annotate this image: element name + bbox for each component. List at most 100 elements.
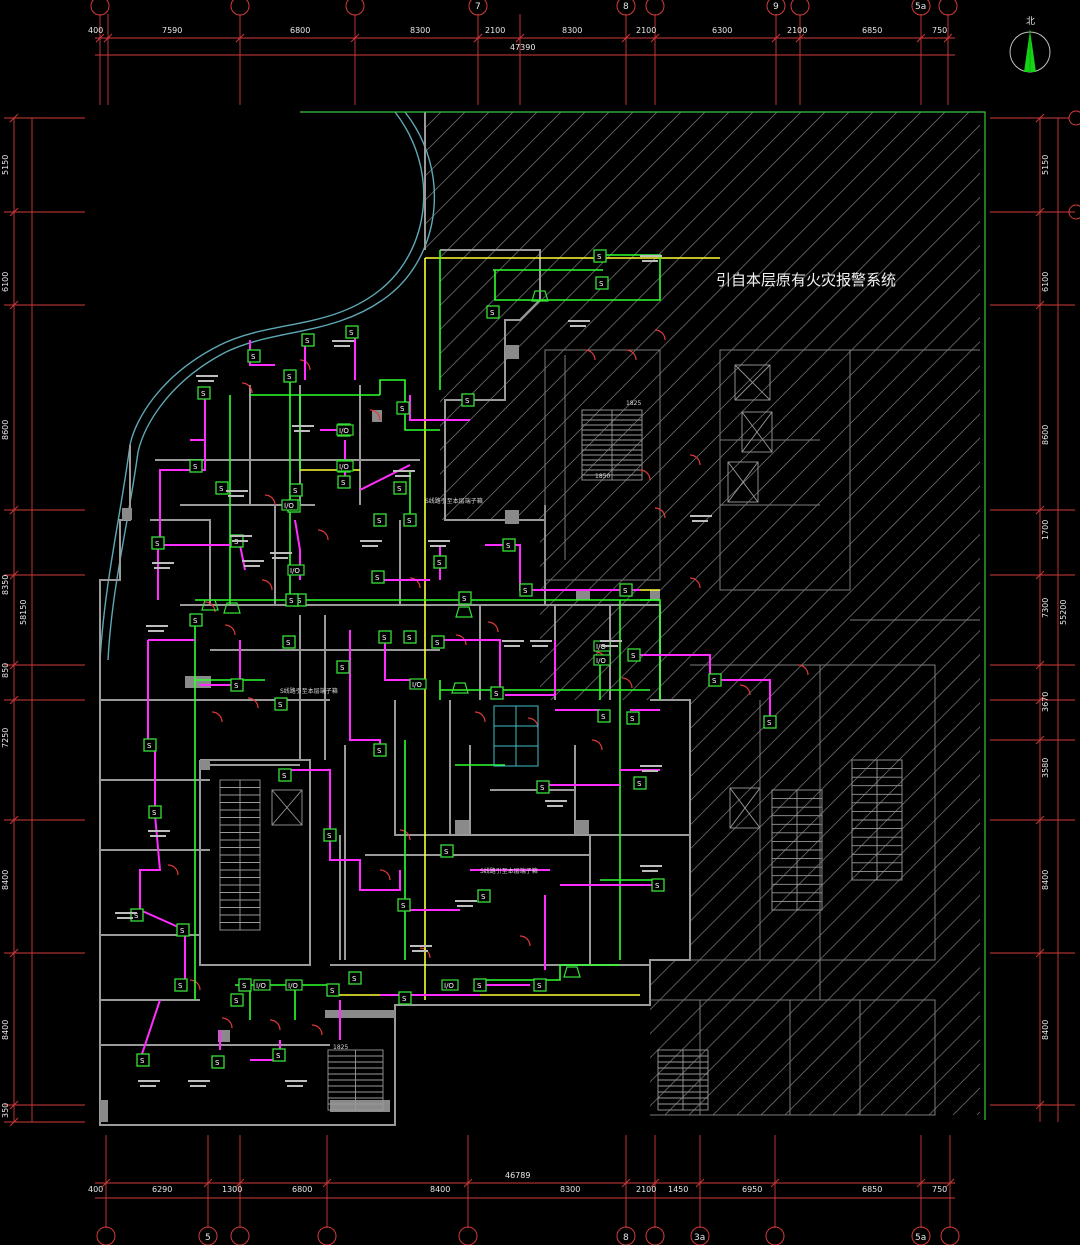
bus-device-5	[201, 599, 219, 611]
speaker-box-tag-26: S	[180, 927, 185, 935]
bottom-dim-total: 46789	[505, 1171, 530, 1180]
right-dim-5: 3670	[1041, 692, 1050, 712]
signal-bus-seg-36	[359, 464, 411, 491]
left-dim-1: 6100	[1, 272, 10, 292]
device-label-line2-2	[232, 540, 248, 542]
io-module-1: I/O	[593, 654, 611, 666]
right-dim-6: 3580	[1041, 758, 1050, 778]
left-dim-2: 8600	[1, 420, 10, 440]
axis-top-9: 9	[773, 2, 779, 12]
speaker-box-tag-15: S	[377, 517, 382, 525]
device-label-line2-26	[642, 260, 658, 262]
axis-bottom-3a: 3a	[694, 1233, 705, 1243]
device-label-line-19	[332, 340, 354, 342]
bus-device-3	[223, 602, 241, 614]
device-label-line2-9	[532, 645, 548, 647]
speaker-box-46: S	[397, 898, 411, 912]
left-dim-5: 7250	[1, 728, 10, 748]
bus-device-1	[451, 682, 469, 694]
wall-block-7	[576, 590, 590, 600]
right-dim-total: 55200	[1059, 600, 1068, 625]
stair-core-2	[219, 779, 261, 931]
speaker-box-tag-58: S	[289, 597, 294, 605]
stair-core-3	[327, 1049, 384, 1111]
device-label-line2-10	[642, 770, 658, 772]
wall-block-0	[122, 508, 132, 520]
speaker-box-2: S	[301, 333, 315, 347]
speaker-box-tag-18: S	[375, 574, 380, 582]
axis-top-7: 7	[475, 2, 481, 12]
speaker-box-51: S	[502, 538, 516, 552]
wall-block-1	[185, 676, 211, 688]
signal-bus-seg-14	[139, 999, 161, 1061]
door-14	[455, 634, 467, 646]
top-dim-2: 6800	[290, 26, 310, 35]
speaker-box-tag-23: S	[147, 742, 152, 750]
device-label-line-1	[292, 425, 314, 427]
speaker-box-17: S	[433, 555, 447, 569]
wall-lines	[99, 112, 691, 1126]
stair-core-1	[581, 409, 643, 481]
speaker-box-tag-32: S	[377, 747, 382, 755]
device-label-line2-19	[334, 345, 350, 347]
speaker-box-45: S	[708, 673, 722, 687]
wall-13	[199, 759, 311, 966]
door-29	[689, 577, 701, 589]
speaker-box-tag-13: S	[341, 479, 346, 487]
device-label-line-16	[410, 945, 432, 947]
signal-bus-seg-24	[505, 640, 556, 696]
bottom-dim-6: 2100	[636, 1185, 656, 1194]
speaker-box-tag-52: S	[462, 595, 467, 603]
speaker-box-tag-49: S	[523, 587, 528, 595]
device-label-line2-8	[430, 545, 446, 547]
io-module-tag-2: I/O	[290, 567, 300, 575]
device-label-line-13	[188, 1080, 210, 1082]
speaker-box-67: S	[174, 978, 188, 992]
wall-block-5	[505, 345, 519, 359]
door-35	[379, 869, 391, 881]
speaker-box-tag-40: S	[540, 784, 545, 792]
speaker-box-4: S	[283, 369, 297, 383]
signal-bus-seg-40	[294, 519, 301, 551]
wall-2	[440, 249, 546, 570]
device-label-line-3	[270, 552, 292, 554]
speaker-box-22: S	[274, 697, 288, 711]
dimension-grid	[4, 14, 1075, 1228]
door-28	[689, 454, 701, 466]
device-label-line2-5	[244, 565, 260, 567]
speaker-box-60: S	[533, 978, 547, 992]
speaker-box-61: S	[473, 978, 487, 992]
speaker-box-tag-50: S	[623, 587, 628, 595]
door-11	[474, 711, 486, 723]
door-31	[625, 349, 637, 361]
io-module-tag-8: I/O	[339, 427, 349, 435]
speaker-box-31: S	[323, 828, 337, 842]
axis-bottom-8: 8	[623, 1233, 629, 1243]
device-label-line2-11	[150, 835, 166, 837]
speaker-box-tag-21: S	[234, 682, 239, 690]
device-label-line2-24	[602, 645, 618, 647]
wiring-buses	[139, 250, 771, 1061]
io-module-9: I/O	[336, 460, 354, 472]
right-dim-3: 1700	[1041, 520, 1050, 540]
axis-top-5a: 5a	[915, 2, 926, 12]
speaker-box-57: S	[396, 401, 410, 415]
elevator-3	[271, 789, 303, 826]
stair-core-5	[851, 759, 903, 881]
device-labels	[115, 255, 712, 1087]
bottom-dim-10: 750	[932, 1185, 947, 1194]
axis-bubbles-bottom	[96, 1226, 960, 1245]
signal-bus-seg-34	[505, 544, 640, 591]
fire-bus-seg-5	[494, 254, 661, 301]
existing-line-1	[719, 349, 851, 591]
speaker-box-tag-64: S	[330, 987, 335, 995]
door-32	[654, 329, 666, 341]
speaker-box-26: S	[176, 923, 190, 937]
io-module-tag-1: I/O	[596, 657, 606, 665]
elevator-2	[727, 461, 759, 503]
bus-device-2	[563, 966, 581, 978]
left-dim-0: 5150	[1, 155, 10, 175]
speaker-box-tag-4: S	[287, 373, 292, 381]
device-label-line2-18	[457, 905, 473, 907]
